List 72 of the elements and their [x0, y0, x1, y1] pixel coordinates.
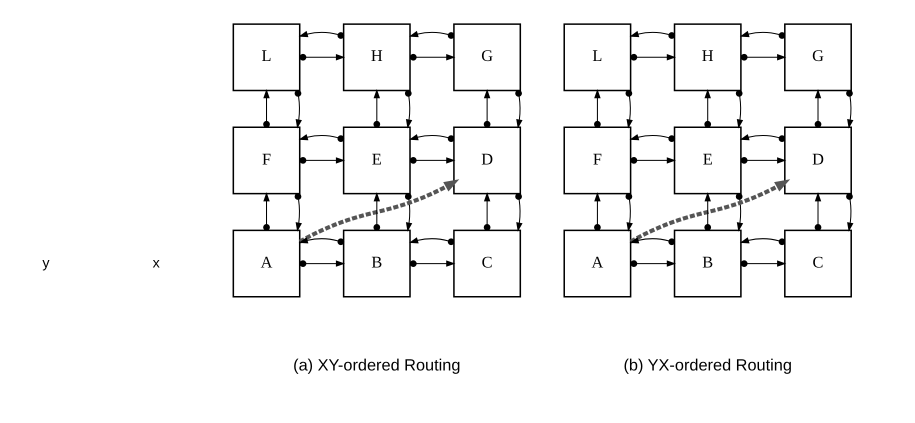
arrow — [594, 192, 601, 230]
node-box: L — [563, 22, 632, 91]
arrow — [740, 236, 786, 245]
arrow — [408, 236, 454, 245]
arrow — [740, 260, 786, 266]
arrow — [814, 88, 822, 128]
label: y — [42, 254, 50, 271]
node-box: G — [453, 22, 522, 91]
arrow — [410, 156, 456, 164]
node-box: A — [563, 229, 632, 298]
label: (a) XY-ordered Routing — [293, 356, 460, 374]
arrow — [630, 260, 676, 266]
arrow — [630, 178, 790, 243]
arrow — [373, 192, 380, 230]
node-box: G — [784, 22, 852, 91]
node-box: L — [232, 22, 300, 91]
arrow — [704, 192, 712, 230]
arrow — [410, 53, 456, 60]
arrow — [515, 90, 523, 128]
arrow — [740, 156, 786, 164]
arrow — [740, 30, 786, 38]
node-box: C — [453, 229, 522, 298]
arrow — [630, 30, 676, 38]
arrow — [408, 134, 454, 142]
node-box: H — [342, 22, 411, 91]
arrow — [298, 236, 344, 245]
node-box: C — [784, 229, 852, 298]
arrow — [515, 192, 523, 232]
arrow — [626, 192, 633, 232]
node-box: D — [453, 126, 522, 194]
node-box: H — [674, 22, 742, 91]
arrow — [298, 30, 344, 38]
arrow — [404, 90, 412, 128]
node-box: E — [342, 126, 411, 194]
node-box: B — [342, 229, 411, 298]
label: (b) YX-ordered Routing — [623, 356, 792, 374]
arrow — [846, 192, 854, 232]
arrow — [300, 260, 346, 266]
arrow — [846, 90, 854, 128]
arrow — [294, 90, 302, 128]
label: x — [152, 254, 160, 271]
node-box: A — [232, 229, 300, 298]
arrow — [736, 90, 744, 128]
arrow — [294, 192, 302, 232]
arrow — [410, 260, 456, 266]
arrow — [298, 178, 460, 243]
arrow — [404, 192, 412, 232]
arrow — [630, 156, 676, 164]
arrow — [630, 53, 676, 60]
arrow — [736, 192, 744, 232]
arrow — [740, 53, 786, 60]
arrow — [626, 90, 633, 128]
node-box: B — [674, 229, 742, 298]
node-box: F — [232, 126, 300, 194]
arrow — [704, 88, 712, 128]
arrow — [594, 88, 601, 128]
arrow — [300, 53, 346, 60]
arrow — [408, 30, 454, 38]
arrow — [630, 134, 676, 142]
arrow — [373, 88, 380, 128]
arrow — [740, 134, 786, 142]
arrow — [630, 236, 676, 245]
node-box: F — [563, 126, 632, 194]
node-box: E — [674, 126, 742, 194]
node-box: D — [784, 126, 852, 194]
arrow — [814, 192, 822, 230]
arrow — [263, 88, 270, 128]
arrow — [298, 134, 344, 142]
arrow — [484, 88, 490, 128]
arrow — [263, 192, 270, 230]
arrow — [300, 156, 346, 164]
arrow — [484, 192, 490, 230]
